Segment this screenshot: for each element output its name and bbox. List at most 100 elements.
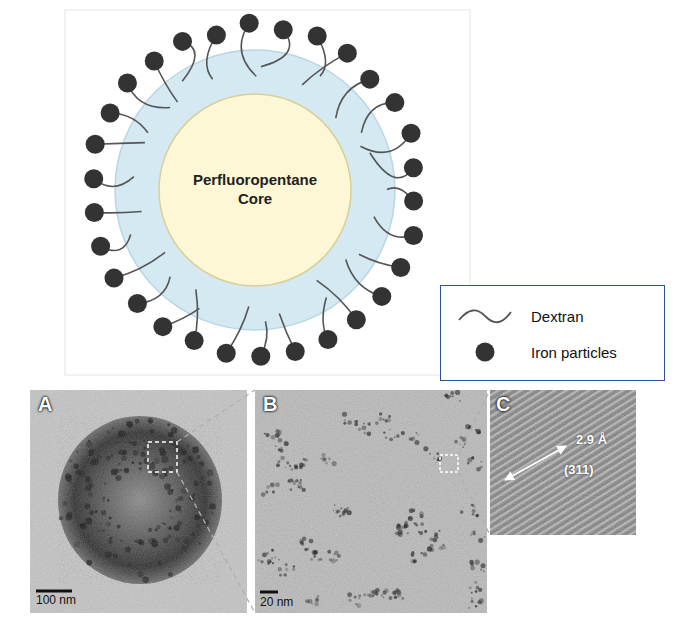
iron-particle: [101, 103, 120, 122]
particle-speckle: [383, 418, 385, 420]
particle-speckle: [347, 510, 352, 515]
particle-speckle: [283, 441, 288, 446]
micrograph-a: [30, 390, 247, 613]
legend-sample: [455, 306, 515, 326]
shell-ring: [115, 50, 395, 330]
particle-speckle: [278, 438, 283, 443]
particle-speckle: [469, 586, 472, 589]
particle-speckle: [430, 544, 434, 548]
particle-speckle: [472, 513, 475, 516]
particle-speckle: [343, 422, 346, 425]
particle-speckle: [480, 603, 482, 605]
particle-speckle: [299, 486, 302, 489]
plane-label: (311): [564, 462, 594, 477]
particle-speckle: [434, 534, 438, 538]
particle-speckle: [381, 594, 383, 596]
legend-box: DextranIron particles: [440, 285, 665, 381]
particle-speckle: [310, 558, 313, 561]
particle-speckle: [389, 596, 393, 600]
particle-speckle: [404, 523, 409, 528]
particle-speckle: [270, 483, 275, 488]
particle-speckle: [355, 603, 357, 605]
particle-speckle: [460, 510, 464, 514]
iron-particle: [91, 237, 110, 256]
particle-speckle: [411, 437, 415, 441]
legend-dot-sample: [476, 343, 495, 362]
micrograph-panel: B20 nm: [255, 390, 487, 613]
particle-speckle: [293, 482, 296, 485]
particle-speckle: [274, 556, 276, 558]
particle-speckle: [418, 531, 420, 533]
particle-speckle: [459, 444, 461, 446]
particle-speckle: [394, 595, 398, 599]
particle-speckle: [312, 551, 317, 556]
scale-label: 20 nm: [260, 595, 293, 609]
particle-speckle: [405, 521, 408, 524]
particle-speckle: [480, 461, 482, 463]
particle-speckle: [319, 558, 322, 561]
micrograph-c: [490, 390, 636, 535]
particle-speckle: [292, 568, 295, 571]
particle-speckle: [419, 511, 424, 516]
particle-speckle: [475, 591, 477, 593]
particle-speckle: [313, 555, 316, 558]
iron-particle: [251, 347, 270, 366]
zoom-lines: [177, 390, 490, 613]
iron-particle: [104, 269, 123, 288]
particle-speckle: [389, 429, 391, 431]
particle-speckle: [450, 391, 454, 395]
particle-speckle: [418, 434, 420, 436]
particle-speckle: [271, 435, 276, 440]
legend-sample: [455, 342, 515, 362]
particle-speckle: [307, 548, 310, 551]
particle-speckle: [290, 488, 293, 491]
iron-particle: [173, 32, 192, 51]
particle-speckle: [367, 422, 370, 425]
particle-speckle: [467, 462, 469, 464]
particle-speckle: [284, 441, 289, 446]
particle-speckle: [470, 534, 472, 536]
particle-speckle: [293, 565, 296, 568]
core-label: Perfluoropentane Core: [185, 171, 325, 209]
particle-speckle: [299, 463, 304, 468]
particle-speckle: [430, 548, 434, 552]
particle-speckle: [285, 563, 288, 566]
particle-speckle: [290, 468, 293, 471]
particle-speckle: [347, 592, 352, 597]
core-circle: Perfluoropentane Core: [158, 93, 352, 287]
particle-speckle: [477, 600, 481, 604]
scale-label: 100 nm: [36, 593, 76, 607]
particle-speckle: [264, 433, 266, 435]
particle-speckle: [316, 595, 319, 598]
particle-speckle: [272, 490, 275, 493]
spacing-label: 2.9 Å: [576, 432, 607, 447]
particle-speckle: [475, 560, 480, 565]
iron-particles: [84, 14, 423, 366]
particle-speckle: [379, 412, 382, 415]
particle-speckle: [336, 559, 338, 561]
particle-speckle: [476, 429, 481, 434]
particle-speckle: [375, 421, 379, 425]
particle-speckle: [257, 559, 260, 562]
particle-speckle: [361, 425, 366, 430]
particle-speckle: [403, 524, 407, 528]
particle-speckle: [468, 607, 470, 609]
particle-speckle: [271, 549, 274, 552]
particle-speckle: [452, 396, 454, 398]
particle-speckle: [348, 598, 352, 602]
particle-speckle: [475, 590, 478, 593]
particle-speckle: [363, 422, 365, 424]
particle-speckle: [411, 551, 414, 554]
particle-speckle: [429, 453, 431, 455]
particle-speckle: [302, 537, 306, 541]
particle-speckle: [357, 603, 362, 608]
iron-particle: [347, 310, 366, 329]
particle-speckle: [314, 602, 319, 607]
iron-particle: [338, 44, 357, 63]
particle-speckle: [286, 461, 289, 464]
iron-particle: [274, 20, 293, 39]
particle-speckle: [347, 511, 352, 516]
iron-particle: [128, 294, 147, 313]
particle-speckle: [342, 412, 347, 417]
particle-speckle: [311, 603, 313, 605]
